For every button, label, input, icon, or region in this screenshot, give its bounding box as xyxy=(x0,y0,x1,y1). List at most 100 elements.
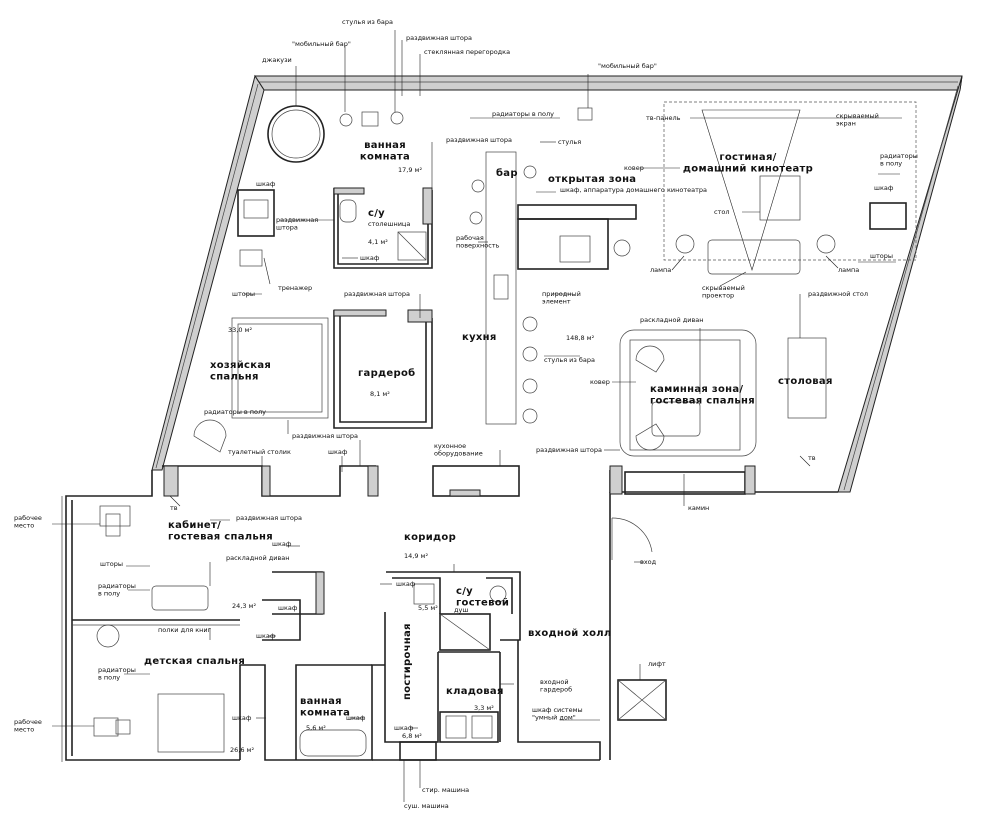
label-cabinet-office: шкаф xyxy=(272,540,292,548)
area-open: 148,8 м² xyxy=(566,334,595,342)
label-lift: лифт xyxy=(648,660,666,668)
label-floor-radiators-top: радиаторы в полу xyxy=(492,110,554,118)
area-corridor: 14,9 м² xyxy=(404,552,428,560)
label-cabinet-guest-wc: шкаф xyxy=(396,580,416,588)
label-sliding-curtain-fire: раздвижная штора xyxy=(536,446,602,454)
area-kids: 26,6 м² xyxy=(230,746,254,754)
room-laundry: постирочная xyxy=(402,623,413,700)
label-table: стол xyxy=(714,208,730,216)
label-tv-fire: тв xyxy=(808,454,816,462)
room-kitchen: кухня xyxy=(462,332,497,343)
label-carpet-top: ковер xyxy=(624,164,644,172)
label-countertop: столешница xyxy=(368,220,410,228)
area-wc-guest: 5,5 м² xyxy=(418,604,438,612)
area-master: 33,0 м² xyxy=(228,326,252,334)
label-curtains-office: шторы xyxy=(100,560,123,568)
annotation-labels: стулья из бара "мобильный бар" раздвижна… xyxy=(14,18,918,810)
label-dryer: суш. машина xyxy=(404,802,449,810)
label-sliding-table: раздвижной стол xyxy=(808,290,868,298)
area-wardrobe: 8,1 м² xyxy=(370,390,390,398)
label-lamp-left: лампа xyxy=(650,266,671,274)
exterior-walls xyxy=(61,74,963,762)
label-washing-machine: стир. машина xyxy=(422,786,469,794)
room-wc-main: с/у xyxy=(368,208,385,219)
label-cabinet-left-top: шкаф xyxy=(256,180,276,188)
label-sliding-curtain-bath: раздвижная штора xyxy=(446,136,512,144)
label-jacuzzi: джакузи xyxy=(262,56,292,64)
label-cabinet-kids: шкаф xyxy=(232,714,252,722)
label-cabinet-home-theater: шкаф, аппаратура домашнего кинотеатра xyxy=(560,186,707,194)
room-dining: столовая xyxy=(778,376,833,387)
label-tv-office: тв xyxy=(170,504,178,512)
bar-counter xyxy=(485,151,517,425)
label-cabinet-master: шкаф xyxy=(328,448,348,456)
label-mobile-bar-2: "мобильный бар" xyxy=(598,62,657,70)
room-storage: кладовая xyxy=(446,686,504,697)
area-bathroom-kids: 5,6 м² xyxy=(306,724,326,732)
label-tv-panel: тв-панель xyxy=(646,114,681,122)
room-entry-hall: входной холл xyxy=(528,628,612,639)
label-cabinet-right-top: шкаф xyxy=(874,184,894,192)
label-bookshelves: полки для книг xyxy=(158,626,212,634)
room-bar: бар xyxy=(496,167,518,179)
label-trainer: тренажер xyxy=(278,284,312,292)
label-carpet-fire: ковер xyxy=(590,378,610,386)
label-entrance: вход xyxy=(640,558,657,566)
area-bathroom-main: 17,9 м² xyxy=(398,166,422,174)
area-storage: 3,3 м² xyxy=(474,704,494,712)
label-cabinet-laundry: шкаф xyxy=(394,724,414,732)
label-shower: душ xyxy=(454,606,468,614)
room-living: гостиная/домашний кинотеатр xyxy=(683,152,813,175)
area-laundry: 6,8 м² xyxy=(402,732,422,740)
label-mobile-bar-1: "мобильный бар" xyxy=(292,40,351,48)
label-sliding-curtain-master: раздвижная штора xyxy=(292,432,358,440)
label-toilet-table: туалетный столик xyxy=(228,448,291,456)
label-cabinet-corridor2: шкаф xyxy=(256,632,276,640)
jacuzzi-shape xyxy=(267,105,325,163)
leader-lines xyxy=(52,30,902,802)
label-cabinet-wc: шкаф xyxy=(360,254,380,262)
room-wardrobe: гардероб xyxy=(358,367,415,379)
label-smart-home-cabinet: шкаф системы"умный дом" xyxy=(532,706,583,722)
label-cabinet-kids-bath: шкаф xyxy=(346,714,366,722)
label-curtains-left: шторы xyxy=(232,290,255,298)
label-folding-sofa-office: раскладной диван xyxy=(226,554,290,562)
room-fireplace-zone: каминная зона/гостевая спальня xyxy=(650,384,755,407)
label-partition-curtain-top: раздвижная штора xyxy=(406,34,472,42)
label-glass-partition: стеклянная перегородка xyxy=(424,48,510,56)
label-floor-radiators-master: радиаторы в полу xyxy=(204,408,266,416)
room-open-zone: открытая зона xyxy=(548,174,636,185)
area-office: 24,3 м² xyxy=(232,602,256,610)
label-sliding-curtain-mid: раздвижная штора xyxy=(344,290,410,298)
area-wc-main: 4,1 м² xyxy=(368,238,388,246)
room-kids-bedroom: детская спальня xyxy=(144,656,245,667)
room-corridor: коридор xyxy=(404,532,456,543)
label-cabinet-corridor: шкаф xyxy=(278,604,298,612)
room-office: кабинет/гостевая спальня xyxy=(168,519,273,543)
furniture xyxy=(93,101,917,753)
label-folding-sofa-top: раскладной диван xyxy=(640,316,704,324)
label-fireplace: камин xyxy=(688,504,709,512)
label-bar-chairs: стулья из бара xyxy=(544,356,595,364)
interior-walls xyxy=(72,187,756,761)
label-bar-chairs-top: стулья из бара xyxy=(342,18,393,26)
label-chair: стулья xyxy=(558,138,581,146)
